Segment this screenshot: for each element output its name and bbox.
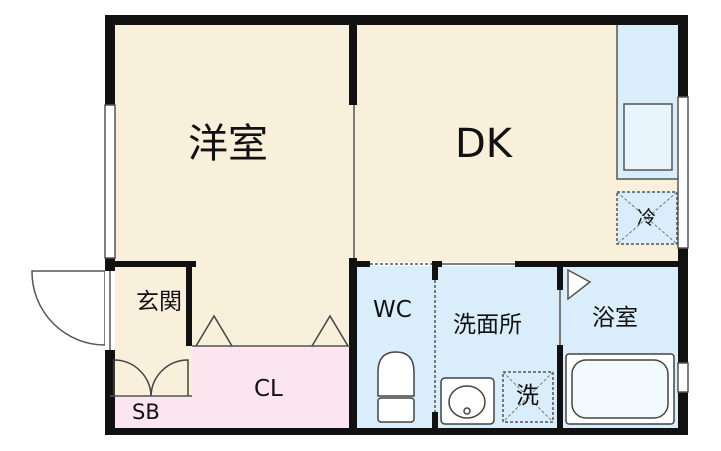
bathtub-icon	[565, 353, 675, 425]
thin-lines	[110, 105, 561, 412]
windows	[104, 96, 689, 393]
western-room-label: 洋室	[188, 121, 268, 167]
entrance-door	[31, 270, 106, 346]
closet-floor	[192, 346, 350, 430]
bathroom-label: 浴室	[592, 305, 638, 331]
dk-label: DK	[455, 121, 513, 167]
entrance-floor	[110, 266, 192, 396]
shoe-box-floor	[110, 396, 192, 430]
toilet-label: WC	[373, 297, 412, 323]
toilet-icon	[377, 351, 415, 423]
entrance-label: 玄関	[136, 289, 182, 315]
western-room-floor	[110, 20, 354, 266]
sink-icon	[623, 103, 673, 171]
closet-doors	[195, 314, 349, 347]
bathroom-door	[567, 268, 592, 301]
fridge-label: 冷	[637, 207, 657, 229]
shoe-box-label: SB	[132, 400, 160, 424]
shoe-box-doors	[113, 359, 189, 397]
washer-label: 洗	[516, 383, 539, 409]
closet-label: CL	[254, 376, 283, 402]
walls	[105, 15, 688, 435]
fridge-space	[616, 191, 678, 245]
closet-upper-floor	[192, 266, 350, 346]
washer-space	[502, 371, 554, 423]
wash-basin-icon	[440, 377, 495, 425]
washroom-label: 洗面所	[453, 312, 522, 338]
